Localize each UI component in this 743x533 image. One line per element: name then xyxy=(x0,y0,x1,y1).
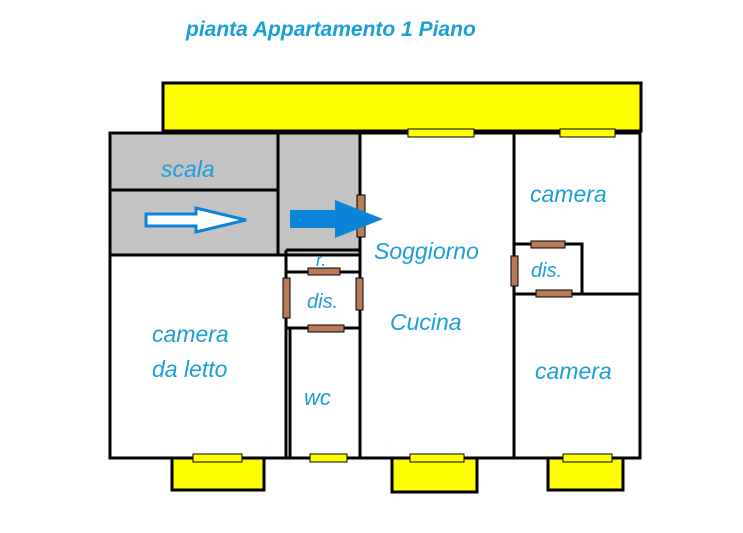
room-label-camera-top: camera xyxy=(530,181,607,207)
window-living-top xyxy=(407,128,475,138)
room-label-cucina: Cucina xyxy=(390,309,462,335)
window-wc xyxy=(309,453,348,463)
window-camera-bottom xyxy=(562,453,613,463)
room-label-camera-letto-1: camera xyxy=(152,321,229,347)
room-label-scala: scala xyxy=(161,156,215,182)
door-right-dis-bottom xyxy=(535,289,573,298)
balcony-bottom-3 xyxy=(546,456,625,492)
room-label-dis-left: dis. xyxy=(307,291,338,313)
room-label-camera-letto-2: da letto xyxy=(152,356,228,382)
room-label-wc: wc xyxy=(304,385,331,410)
outline-right-arrow-icon xyxy=(144,206,247,234)
door-right-dis-left xyxy=(510,255,519,287)
door-living-dis xyxy=(355,277,364,311)
solid-right-arrow-icon xyxy=(290,200,383,238)
balcony-bottom-2 xyxy=(390,456,479,494)
plan-title: pianta Appartamento 1 Piano xyxy=(185,18,476,41)
top-balcony xyxy=(161,81,643,133)
balcony-bottom-1 xyxy=(170,456,266,492)
stair-area xyxy=(108,131,362,257)
door-right-dis-top xyxy=(530,240,566,249)
room-label-soggiorno: Soggiorno xyxy=(374,238,479,264)
room-label-dis-right: dis. xyxy=(531,260,562,282)
window-camera-top xyxy=(559,128,616,138)
door-r xyxy=(307,267,341,276)
window-kitchen xyxy=(409,453,465,463)
room-label-r: r. xyxy=(316,250,326,270)
door-bedroom xyxy=(282,277,291,319)
door-wc xyxy=(307,324,345,333)
window-bedroom xyxy=(192,453,243,463)
room-label-camera-bottom: camera xyxy=(535,358,612,384)
